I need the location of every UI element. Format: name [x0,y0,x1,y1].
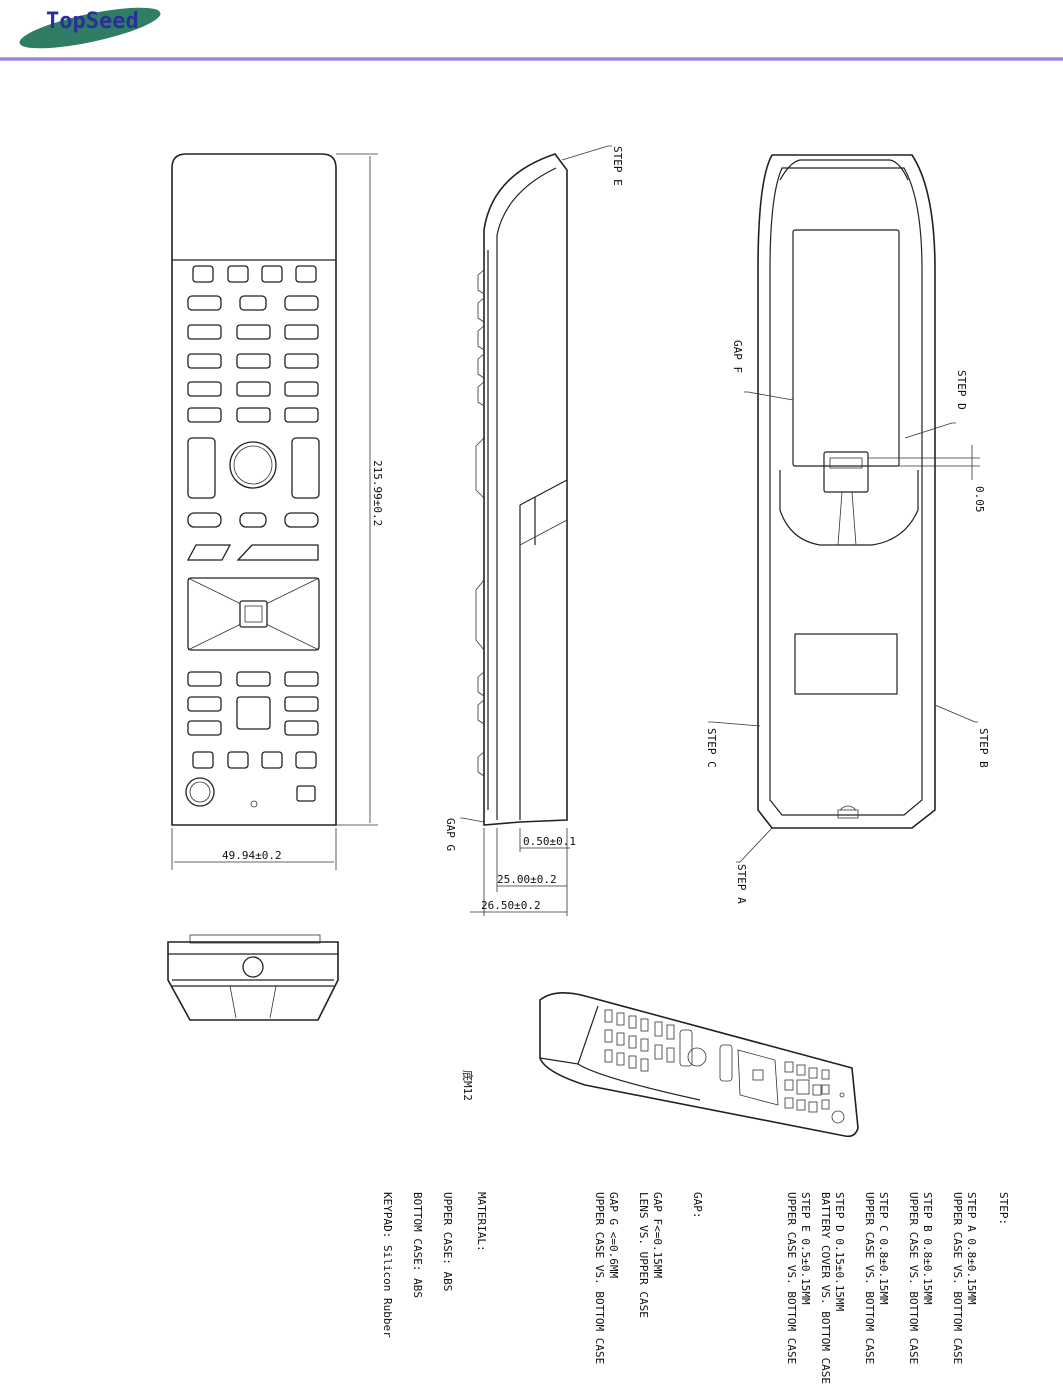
material-note-line: BOTTOM CASE: ABS [411,1192,424,1298]
material-note-line: UPPER CASE: ABS [441,1192,454,1291]
step-b-callout: STEP B [977,728,990,768]
step-e-callout: STEP E [611,146,624,186]
step-note-line: UPPER CASE VS. BOTTOM CASE [785,1192,798,1364]
gap-note-line: GAP G <=0.6MM [607,1192,620,1278]
step-note-line: STEP E 0.5±0.15MM [799,1192,812,1305]
gap-f-callout: GAP F [731,340,744,373]
vol-rocker [187,437,216,499]
step-note-line: UPPER CASE VS. BOTTOM CASE [951,1192,964,1364]
thickness-1: 25.00±0.2 [497,873,557,886]
width-dimension: 49.94±0.2 [222,849,282,862]
label-area [794,633,898,695]
number-keys [187,295,319,423]
header: TopSeed [0,0,1063,70]
gap-note-line: LENS VS. UPPER CASE [637,1192,650,1318]
d-pad [187,577,320,651]
step-note-line: STEP D 0.15±0.15MM [833,1192,846,1312]
isometric-view [539,992,859,1138]
step-note-line: UPPER CASE VS. BOTTOM CASE [863,1192,876,1364]
ch-rocker [291,437,320,499]
step-note-line: STEP C 0.8±0.15MM [877,1192,890,1305]
gap-title: GAP: [691,1192,704,1219]
length-dimension: 215.99±0.2 [371,460,384,526]
side-view: 0.50±0.1 25.00±0.2 26.50±0.2 STEP E GAP … [444,145,624,916]
material-note-line: KEYPAD: Silicon Rubber [381,1192,394,1338]
logo-text: TopSeed [46,9,139,34]
step-a-callout: STEP A [735,864,748,904]
back-view: 0.05 STEP D GAP F STEP B STEP C STEP A [705,154,990,904]
lower-keys [185,671,319,808]
material-title: MATERIAL: [475,1192,488,1252]
gap-note-line: GAP F<=0.15MM [651,1192,664,1278]
step-note-line: BATTERY COVER VS. BOTTOM CASE [819,1192,832,1384]
top-row-keys [192,265,317,283]
technical-drawing: 215.99±0.2 49.94±0.2 [167,145,1010,1384]
front-view: 215.99±0.2 49.94±0.2 [171,153,384,870]
step-d-callout: STEP D [955,370,968,410]
topseed-logo: TopSeed [19,7,161,49]
thickness-2: 26.50±0.2 [481,899,541,912]
header-rule [0,57,1063,61]
center-round-key [229,441,277,489]
gap-g-callout: GAP G [444,818,457,851]
front-dimensions [171,153,378,870]
step-note-line: STEP A 0.8±0.15MM [965,1192,978,1305]
step-title: STEP: [997,1192,1010,1225]
logo-swoosh [19,7,161,49]
end-view [167,934,339,1021]
gap-dimension: 0.50±0.1 [523,835,576,848]
step-c-callout: STEP C [705,728,718,768]
gap-note-line: UPPER CASE VS. BOTTOM CASE [593,1192,606,1364]
step-note-line: STEP B 0.8±0.15MM [921,1192,934,1305]
battery-cover [792,229,900,467]
step-note-line: UPPER CASE VS. BOTTOM CASE [907,1192,920,1364]
notes-block: STEP: STEP A 0.8±0.15MM UPPER CASE VS. B… [381,1192,1010,1384]
figure-code: 底M12 [461,1070,475,1101]
offset-dimension: 0.05 [973,486,986,513]
